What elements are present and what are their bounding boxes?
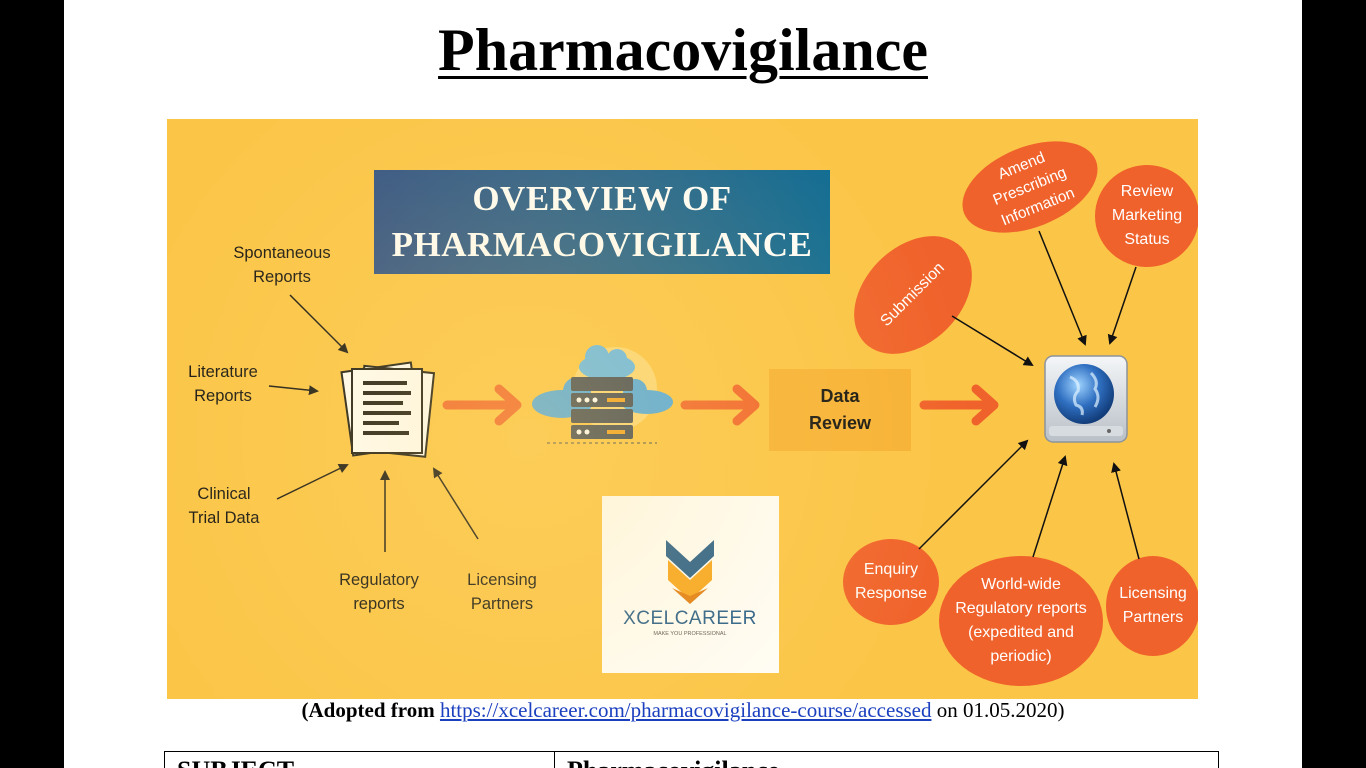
label-line: reports <box>353 595 405 613</box>
blob-line: periodic) <box>990 648 1052 665</box>
document-page: Pharmacovigilance OVERVIEW OF PHARMACOVI… <box>64 0 1302 768</box>
page-title: Pharmacovigilance <box>438 17 928 83</box>
data-review-box: Data Review <box>769 369 911 451</box>
label-literature-reports: Literature Reports <box>173 360 273 408</box>
label-licensing-partners-source: Licensing Partners <box>452 568 552 616</box>
banner-line-1: OVERVIEW OF <box>472 179 732 218</box>
banner-line-2: PHARMACOVIGILANCE <box>391 225 813 264</box>
table-cell-subject-value: Pharmacovigilance <box>567 756 779 768</box>
blob-enquiry-response: Enquiry Response <box>843 539 939 625</box>
blob-line: (expedited and <box>968 624 1074 641</box>
caption-suffix: on 01.05.2020) <box>931 698 1065 722</box>
label-line: Reports <box>253 268 311 286</box>
table-divider <box>554 752 555 768</box>
label-line: Spontaneous <box>233 244 331 262</box>
blob-review-marketing-status: Review Marketing Status <box>1095 165 1198 267</box>
caption-prefix: (Adopted from <box>301 698 440 722</box>
subject-table: SUBJECT Pharmacovigilance <box>164 751 1219 768</box>
label-line: Partners <box>470 595 534 613</box>
label-clinical-trial-data: Clinical Trial Data <box>179 482 269 530</box>
blob-line: Licensing <box>1119 585 1187 602</box>
blob-line: Review <box>1120 183 1174 200</box>
blob-line: Status <box>1124 231 1170 248</box>
label-line: Reports <box>194 387 252 405</box>
documents-icon <box>340 361 436 458</box>
blob-line: Enquiry <box>863 561 919 578</box>
blob-licensing-partners-outcome: Licensing Partners <box>1106 556 1198 656</box>
label-line: Clinical <box>197 485 251 503</box>
arrow-right-icon <box>442 384 522 426</box>
label-line: Licensing <box>467 571 537 589</box>
review-line: Review <box>808 413 872 433</box>
blob-line: Regulatory reports <box>955 600 1087 617</box>
overview-infographic: OVERVIEW OF PHARMACOVIGILANCE Spontaneou… <box>167 119 1198 699</box>
label-line: Regulatory <box>339 571 419 589</box>
caption-link[interactable]: https://xcelcareer.com/pharmacovigilance… <box>439 698 932 722</box>
infographic-graphics <box>268 230 1140 560</box>
blob-worldwide-regulatory-reports: World-wide Regulatory reports (expedited… <box>939 556 1103 686</box>
blob-line: Partners <box>1122 609 1184 626</box>
label-line: Trial Data <box>188 509 260 527</box>
table-cell-subject-label: SUBJECT <box>177 756 294 768</box>
review-line: Data <box>820 386 860 406</box>
arrow-right-icon <box>680 384 760 426</box>
globe-drive-icon <box>1044 355 1128 443</box>
label-spontaneous-reports: Spontaneous Reports <box>217 241 347 289</box>
xcelcareer-logo: XCELCAREER MAKE YOU PROFESSIONAL <box>602 496 779 673</box>
logo-mark: XCELCAREER MAKE YOU PROFESSIONAL <box>623 540 757 637</box>
logo-brand-text: XCELCAREER <box>623 608 757 629</box>
logo-tagline-text: MAKE YOU PROFESSIONAL <box>653 631 726 637</box>
figure-caption: (Adopted from https://xcelcareer.com/pha… <box>64 698 1302 723</box>
blob-line: Response <box>854 585 928 602</box>
cloud-server-icon <box>532 345 673 444</box>
infographic-banner: OVERVIEW OF PHARMACOVIGILANCE <box>374 170 830 274</box>
blob-line: World-wide <box>981 576 1061 593</box>
blob-line: Marketing <box>1111 207 1183 224</box>
label-regulatory-reports: Regulatory reports <box>327 568 431 616</box>
label-line: Literature <box>188 363 258 381</box>
arrow-right-icon <box>919 384 999 426</box>
